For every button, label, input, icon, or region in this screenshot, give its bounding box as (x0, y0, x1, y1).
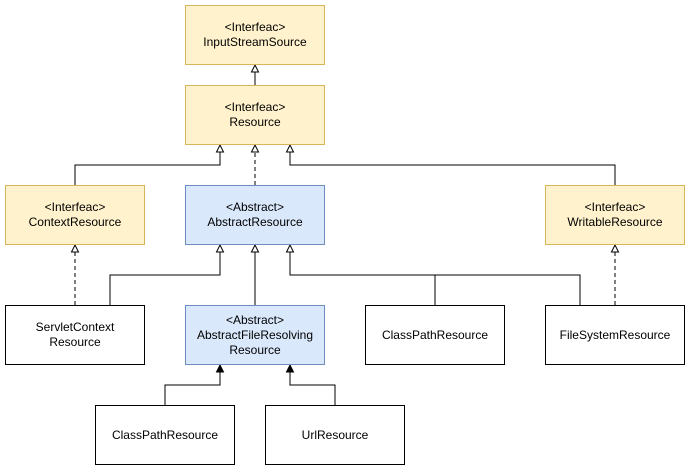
node-servlet-context-resource: ServletContext Resource (5, 305, 145, 365)
class-name-line2: Resource (229, 342, 281, 357)
node-url-resource: UrlResource (265, 405, 405, 465)
class-name-line2: Resource (49, 335, 101, 349)
node-input-stream-source: <Interfeac> InputStreamSource (185, 5, 325, 65)
node-writable-resource: <Interfeac> WritableResource (545, 185, 685, 245)
arrowhead-resource-center (250, 143, 260, 153)
node-class-path-resource-top: ClassPathResource (365, 305, 505, 365)
arrowhead-writable-resource (610, 243, 620, 253)
node-file-system-resource: FileSystemResource (545, 305, 685, 365)
arrowhead-abstract-resource-center (250, 243, 260, 253)
edge-servlet-context-to-abstract-resource (109, 252, 221, 305)
node-context-resource: <Interfeac> ContextResource (5, 185, 145, 245)
class-name: ClassPathResource (111, 427, 219, 442)
class-name-line1: ServletContext (35, 320, 115, 334)
class-name: WritableResource (567, 215, 663, 229)
edge-class-path-bottom-to-abstract-file-resolving (164, 372, 221, 405)
arrowhead-abstract-file-resolving-left (215, 363, 225, 373)
edge-class-path-top-to-abstract-resource (289, 252, 436, 305)
arrowhead-abstract-file-resolving-right (285, 363, 295, 373)
stereotype-label: <Interfeac> (224, 100, 286, 114)
relations-layer (70, 63, 620, 405)
arrowhead-input-stream-source (250, 63, 260, 73)
arrowhead-context-resource (70, 243, 80, 253)
class-name-line1: AbstractFileResolving (196, 327, 314, 342)
arrowhead-resource-left (215, 143, 225, 153)
stereotype-label: <Interfeac> (44, 200, 106, 214)
class-name: InputStreamSource (203, 35, 307, 49)
edge-writable-resource-to-resource (289, 152, 616, 185)
arrowhead-abstract-resource-right (285, 243, 295, 253)
node-abstract-resource: <Abstract> AbstractResource (185, 185, 325, 245)
edge-context-resource-to-resource (74, 152, 221, 185)
class-name: AbstractResource (207, 215, 303, 229)
class-name: UrlResource (301, 427, 369, 442)
edge-file-system-to-abstract-resource (435, 274, 581, 305)
class-name: ClassPathResource (381, 327, 489, 342)
stereotype-label: <Abstract> (225, 200, 285, 214)
node-resource: <Interfeac> Resource (185, 85, 325, 145)
edge-url-resource-to-abstract-file-resolving (289, 372, 336, 405)
node-class-path-resource-bottom: ClassPathResource (95, 405, 235, 465)
stereotype-label: <Interfeac> (584, 200, 646, 214)
class-name: Resource (229, 115, 281, 129)
stereotype-label: <Abstract> (225, 312, 285, 327)
class-name: FileSystemResource (559, 327, 671, 342)
node-abstract-file-resolving-resource: <Abstract> AbstractFileResolving Resourc… (185, 305, 325, 365)
arrowhead-resource-right (285, 143, 295, 153)
stereotype-label: <Interfeac> (224, 20, 286, 34)
class-name: ContextResource (28, 215, 122, 229)
arrowhead-abstract-resource-left (215, 243, 225, 253)
